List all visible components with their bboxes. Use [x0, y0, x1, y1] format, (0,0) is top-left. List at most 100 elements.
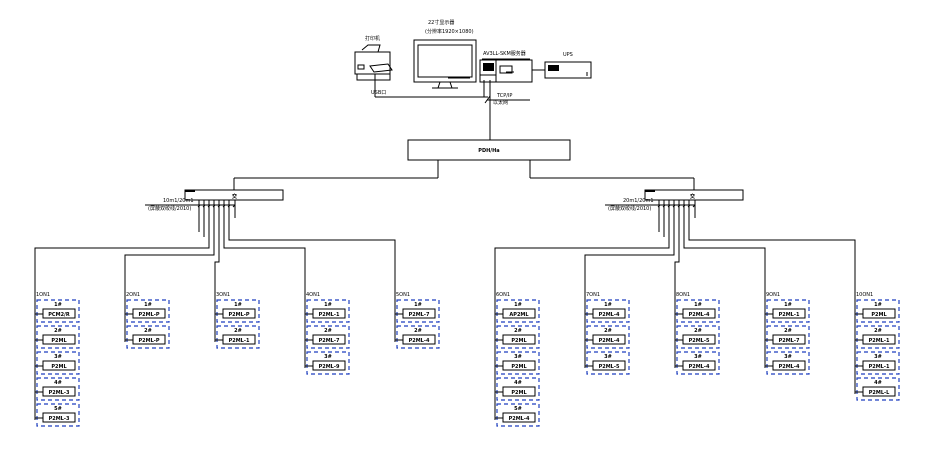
device-frame — [396, 325, 440, 349]
device-unit[interactable]: 3#P2ML-5 — [585, 351, 630, 375]
branch-line — [228, 200, 396, 290]
device-unit[interactable]: 5#P2ML-4 — [495, 403, 540, 427]
monitor: 22寸显示器 (分辨率1920×1080) — [413, 19, 477, 89]
device-unit[interactable]: 2#P2ML-1 — [855, 325, 900, 349]
device-model: P2ML-4 — [779, 364, 800, 370]
branch-line — [494, 200, 670, 290]
device-model: P2ML — [511, 338, 527, 344]
device-unit[interactable]: 3#P2ML-9 — [305, 351, 350, 375]
device-frame — [586, 351, 630, 375]
device-frame — [126, 325, 170, 349]
device-model: P2ML-P — [138, 338, 159, 344]
device-name: 1# — [144, 302, 152, 308]
device-unit[interactable]: 3#P2ML — [495, 351, 540, 375]
device-name: 3# — [874, 354, 882, 360]
ups: UPS — [532, 52, 592, 79]
device-frame — [766, 325, 810, 349]
device-unit[interactable]: 1#P2ML — [855, 299, 900, 323]
core-device: PDH/Ha — [233, 139, 695, 190]
server: AV3LL-SKM服务器 — [479, 50, 533, 83]
device-model: P2ML-5 — [599, 364, 620, 370]
device-unit[interactable]: 4# P2ML — [495, 377, 540, 401]
device-unit[interactable]: 1#P2ML-4 — [675, 299, 720, 323]
port-tick — [197, 204, 201, 208]
device-unit[interactable]: 4# P2ML-3 — [35, 377, 80, 401]
device-unit[interactable]: 3#P2ML — [35, 351, 80, 375]
device-unit[interactable]: 2#P2ML — [495, 325, 540, 349]
device-name: 2# — [694, 328, 702, 334]
monitor-label-1: 22寸显示器 — [428, 19, 454, 26]
device-unit[interactable]: 5#P2ML-3 — [35, 403, 80, 427]
device-unit[interactable]: 1# P2ML-1 — [305, 299, 350, 323]
link-label-2: 以太网 — [493, 99, 508, 106]
device-name: 1# — [514, 302, 522, 308]
device-unit[interactable]: 1#PCM2/R — [35, 299, 80, 323]
device-name: 1# — [234, 302, 242, 308]
port-tick — [202, 204, 206, 208]
column-label: 5ON1 — [396, 292, 410, 298]
device-unit[interactable]: 2#P2ML — [35, 325, 80, 349]
device-unit[interactable]: 1#P2ML-4 — [585, 299, 630, 323]
device-frame — [766, 299, 810, 323]
device-unit[interactable]: 4#P2ML-L — [855, 377, 900, 401]
device-unit[interactable]: 1#P2ML-7 — [395, 299, 440, 323]
device-unit[interactable]: 2#P2ML-7 — [765, 325, 810, 349]
device-unit[interactable]: 3# P2ML-1 — [855, 351, 900, 375]
device-unit[interactable]: 1#P2ML-P — [215, 299, 260, 323]
device-frame — [306, 299, 350, 323]
device-unit[interactable]: 2#P2ML-P — [125, 325, 170, 349]
switch-left-uplink-1: 10m1/20m1 — [163, 198, 194, 204]
device-model: P2ML-L — [869, 390, 890, 396]
device-model: P2ML-4 — [689, 364, 710, 370]
device-unit[interactable]: 2#P2ML-5 — [675, 325, 720, 349]
device-unit[interactable]: 3# P2ML-4 — [675, 351, 720, 375]
link-label-1: TCP/IP — [496, 93, 512, 99]
device-name: 4# — [514, 380, 522, 386]
branch-line — [214, 200, 220, 290]
device-name: 5# — [54, 406, 62, 412]
device-unit[interactable]: 1#P2ML-1 — [765, 299, 810, 323]
column-label: 8ON1 — [676, 292, 690, 298]
device-model: P2ML-3 — [49, 390, 70, 396]
switch-right-uplink-2: (屏蔽双绞线/2010) — [608, 205, 651, 212]
device-model: P2ML-9 — [319, 364, 340, 370]
device-unit[interactable]: 1# P2ML-P — [125, 299, 170, 323]
device-unit[interactable]: 2#P2ML-1 — [215, 325, 260, 349]
device-model: P2ML — [871, 312, 887, 318]
device-unit[interactable]: 1#AP2ML — [495, 299, 540, 323]
device-model: P2ML-1 — [319, 312, 340, 318]
device-model: P2ML-P — [138, 312, 159, 318]
device-name: 3# — [694, 354, 702, 360]
device-name: 2# — [324, 328, 332, 334]
device-model: P2ML — [511, 364, 527, 370]
device-name: 1# — [324, 302, 332, 308]
device-name: 2# — [54, 328, 62, 334]
device-unit[interactable]: 2#P2ML-7 — [305, 325, 350, 349]
device-frame — [766, 351, 810, 375]
device-model: P2ML-1 — [229, 338, 250, 344]
switch-right-label: 交 — [690, 193, 695, 200]
server-label: AV3LL-SKM服务器 — [483, 50, 526, 57]
device-model: P2ML-4 — [409, 338, 430, 344]
device-frame — [126, 299, 170, 323]
switch-right-uplink-1: 20m1/20m1 — [623, 198, 654, 204]
device-name: 1# — [784, 302, 792, 308]
device-frame — [36, 351, 80, 375]
device-frame — [586, 325, 630, 349]
device-unit[interactable]: 2#P2ML-4 — [585, 325, 630, 349]
device-name: 1# — [694, 302, 702, 308]
branch-line — [674, 200, 680, 290]
device-model: P2ML-1 — [869, 364, 890, 370]
device-model: P2ML-1 — [869, 338, 890, 344]
device-model: P2ML — [511, 390, 527, 396]
printer-port-label: USB口 — [371, 90, 386, 96]
device-name: 4# — [54, 380, 62, 386]
device-unit[interactable]: 3#P2ML-4 — [765, 351, 810, 375]
device-unit[interactable]: 2#P2ML-4 — [395, 325, 440, 349]
device-name: 1# — [54, 302, 62, 308]
